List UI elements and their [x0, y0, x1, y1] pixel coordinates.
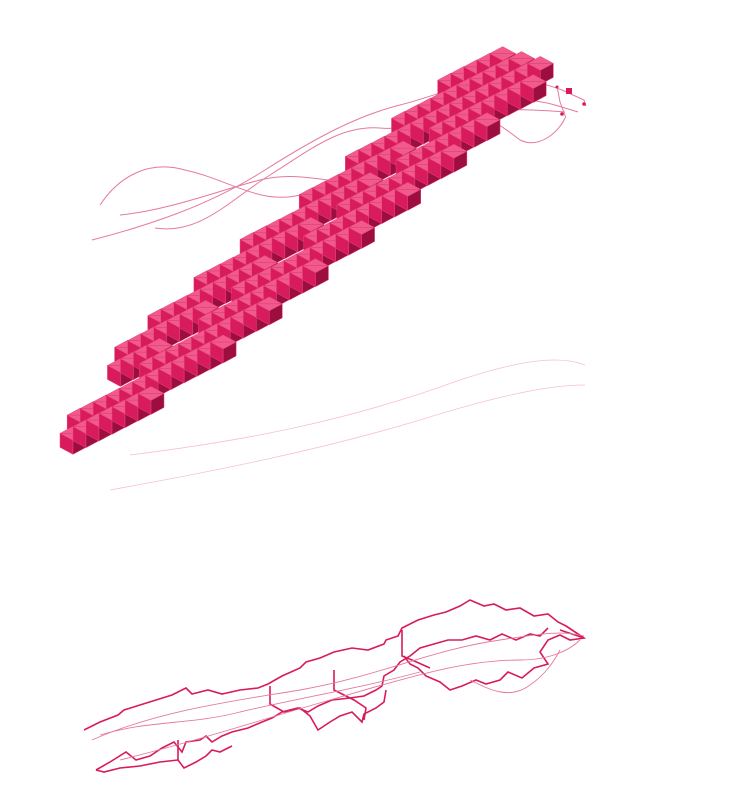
voxel-face-right	[407, 188, 421, 211]
outline-contour-segment-3	[401, 630, 431, 669]
control-point-3	[560, 112, 564, 116]
outline-contour-upper	[83, 599, 587, 731]
voxel-face-right	[486, 119, 501, 142]
voxel-panel	[59, 46, 554, 455]
control-point-1	[566, 88, 572, 94]
voxel-face-right	[315, 265, 329, 288]
outline-contour-segment-5	[95, 759, 179, 773]
voxel-guide-curves	[109, 359, 586, 491]
outline-contour-segment-4	[177, 740, 233, 770]
voxel-guide-curve-2	[109, 384, 586, 491]
outline-thin-curve-1	[91, 632, 585, 741]
voxel-guide-curve-1	[129, 359, 586, 456]
voxel-face-right	[269, 303, 283, 326]
outline-contour-segment-1	[269, 686, 387, 732]
spline-curve-6	[556, 85, 567, 119]
voxel-face-right	[532, 81, 547, 104]
control-point-2	[582, 102, 586, 106]
outline-thin-curve-4	[469, 649, 561, 694]
outline-panel	[83, 599, 587, 773]
voxel-face-right	[150, 393, 165, 415]
control-point-4	[555, 85, 559, 89]
outline-thin-curve-3	[99, 671, 421, 736]
voxel-face-right	[361, 227, 375, 249]
outline-thin-curve-2	[119, 639, 581, 761]
outline-thin-curves	[91, 632, 585, 761]
voxel-face-right	[453, 150, 468, 173]
outline-contour-segment-2	[333, 670, 367, 721]
outline-contour-segment-6	[559, 625, 585, 639]
voxel-face-right	[222, 341, 237, 364]
outline-contour-lower	[95, 627, 549, 771]
